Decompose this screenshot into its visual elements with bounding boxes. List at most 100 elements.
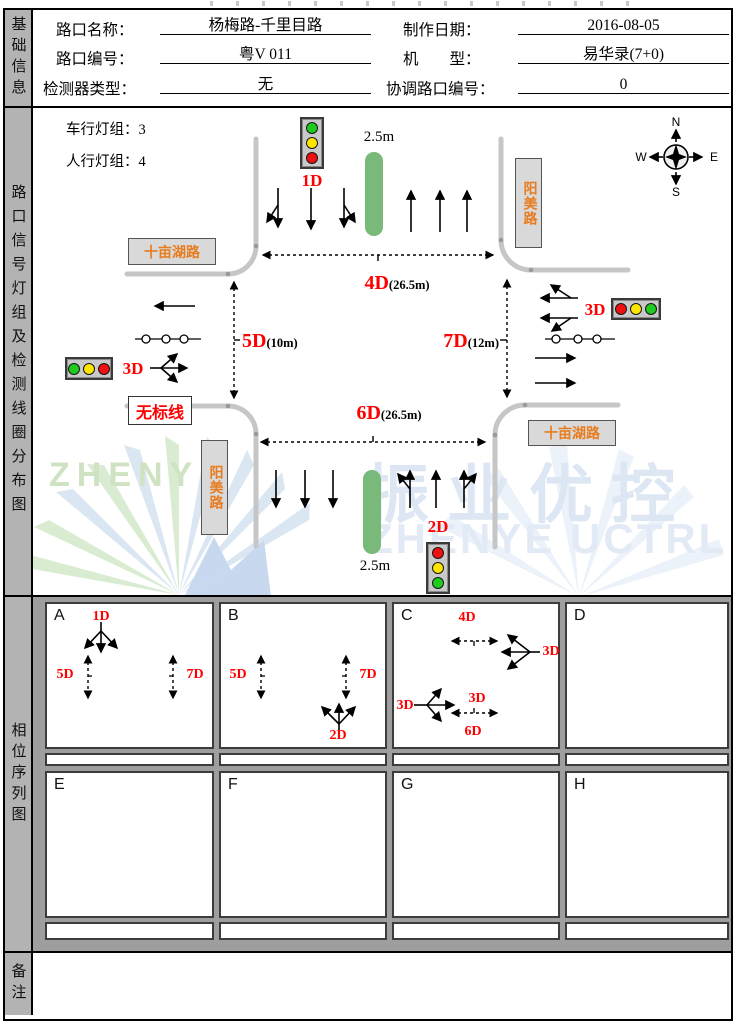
field-label-controller-model: 机 型： [403, 51, 481, 68]
yellow-light [306, 137, 318, 149]
phase-c-3d-mid-label: 3D [468, 691, 486, 706]
signal-label-1d: 1D [301, 171, 323, 190]
field-value-coordinated-id: 0 [518, 76, 729, 94]
no-marking-badge: 无标线 [128, 396, 192, 425]
detector-label-6d: 6D(26.5m) [356, 402, 422, 424]
basic-info-content: 路口名称： 杨梅路-千里目路 制作日期： 2016-08-05 路口编号： 粤V… [33, 10, 731, 106]
phase-sequence-content: A [33, 597, 731, 951]
phase-letter: E [54, 776, 65, 793]
red-light [615, 303, 627, 315]
phase-a-arrows [83, 622, 178, 700]
median-width-bottom: 2.5m [359, 558, 391, 574]
phase-a-5d-label: 5D [56, 667, 74, 682]
median-bottom [363, 470, 381, 554]
phase-c-3d-upper-label: 3D [542, 644, 560, 659]
vehicle-light-group-count: 车行灯组：3 [66, 122, 146, 138]
road-joint-dots [225, 237, 534, 438]
phase-panel-g: G [392, 771, 560, 918]
phase-panel-a: A [45, 602, 214, 749]
road-name-bottom-right: 十亩湖路 [528, 420, 616, 446]
green-light [645, 303, 657, 315]
section-layout-map: 路口信号灯组及检测线圈分布图 [5, 106, 731, 595]
phase-a-1d-label: 1D [92, 609, 110, 624]
green-light [306, 122, 318, 134]
field-value-intersection-name: 杨梅路-千里目路 [160, 17, 371, 35]
phase-panel-d: D [565, 602, 729, 749]
lane-arrows [150, 188, 578, 509]
watermark-cn-text: 振业优控 [365, 459, 693, 531]
road-name-top-right: 阳美路 [515, 158, 542, 248]
signal-label-3d-east: 3D [584, 300, 606, 319]
intersection-drawing [124, 128, 704, 554]
red-light [306, 152, 318, 164]
field-label-detector-type: 检测器类型： [43, 81, 137, 98]
phase-c-strip [392, 753, 560, 766]
sidebar-remarks-label: 备注 [9, 963, 26, 1005]
compass-east-label: E [709, 150, 718, 164]
phase-c-3d-left-label: 3D [396, 698, 414, 713]
compass-north-label: N [671, 115, 681, 129]
green-light [432, 577, 444, 589]
yellow-light [432, 562, 444, 574]
phase-panel-e: E [45, 771, 214, 918]
signal-head-1d [300, 117, 324, 169]
green-light [68, 362, 80, 375]
phase-letter: D [574, 607, 586, 624]
section-remarks: 备注 [5, 951, 731, 1015]
field-value-intersection-id: 粤V 011 [160, 46, 371, 64]
remarks-content [33, 953, 731, 1015]
yellow-light [83, 362, 95, 375]
phase-panel-b: B [219, 602, 387, 749]
field-value-date: 2016-08-05 [518, 17, 729, 35]
phase-d-strip [565, 753, 729, 766]
phase-letter: F [228, 776, 238, 793]
red-light [432, 547, 444, 559]
signal-label-3d-west: 3D [122, 359, 144, 378]
phase-panel-c: C [392, 602, 560, 749]
compass-west-label: W [635, 150, 647, 164]
cropped-text-remnant [210, 1, 640, 6]
sidebar-phase-sequence: 相位序列图 [5, 597, 33, 951]
field-label-intersection-name: 路口名称： [56, 22, 134, 39]
phase-c-4d-label: 4D [458, 610, 476, 625]
phase-c-arrows [414, 634, 540, 723]
field-label-date: 制作日期： [403, 22, 481, 39]
phase-b-strip [219, 753, 387, 766]
signal-head-3d-east [611, 298, 661, 320]
phase-a-strip [45, 753, 214, 766]
sidebar-layout-map-label: 路口信号灯组及检测线圈分布图 [9, 183, 26, 520]
road-name-bottom-left: 阳美路 [201, 440, 228, 535]
signal-head-2d [426, 542, 450, 594]
section-basic-info: 基础信息 路口名称： 杨梅路-千里目路 制作日期： 2016-08-05 路口编… [5, 10, 731, 106]
detector-arrows [229, 250, 512, 447]
compass-south-label: S [671, 185, 680, 199]
sidebar-phase-sequence-label: 相位序列图 [9, 721, 26, 827]
sidebar-remarks: 备注 [5, 953, 33, 1015]
pedestrian-light-group-count: 人行灯组：4 [66, 154, 146, 170]
document-frame: 基础信息 路口名称： 杨梅路-千里目路 制作日期： 2016-08-05 路口编… [3, 8, 733, 1021]
red-light [98, 362, 110, 375]
sidebar-basic-info-label: 基础信息 [9, 16, 26, 100]
yellow-light [630, 303, 642, 315]
sidebar-layout-map: 路口信号灯组及检测线圈分布图 [5, 108, 33, 595]
phase-b-2d-label: 2D [329, 728, 347, 743]
phase-e-strip [45, 922, 214, 940]
crosswalk-symbols [135, 334, 615, 344]
phase-h-strip [565, 922, 729, 940]
detector-label-5d: 5D(10m) [242, 330, 298, 352]
sidebar-basic-info: 基础信息 [5, 10, 33, 106]
signal-label-2d: 2D [427, 517, 449, 536]
phase-f-strip [219, 922, 387, 940]
field-value-controller-model: 易华录(7+0) [518, 46, 729, 64]
median-top [365, 152, 383, 236]
phase-b-arrows [256, 654, 357, 732]
phase-g-strip [392, 922, 560, 940]
phase-panel-h: H [565, 771, 729, 918]
section-phase-sequence: 相位序列图 A [5, 595, 731, 951]
watermark-fan-right [439, 445, 724, 595]
phase-b-7d-label: 7D [359, 667, 377, 682]
phase-letter: B [228, 607, 239, 624]
phase-c-6d-label: 6D [464, 724, 482, 739]
field-value-detector-type: 无 [160, 76, 371, 94]
